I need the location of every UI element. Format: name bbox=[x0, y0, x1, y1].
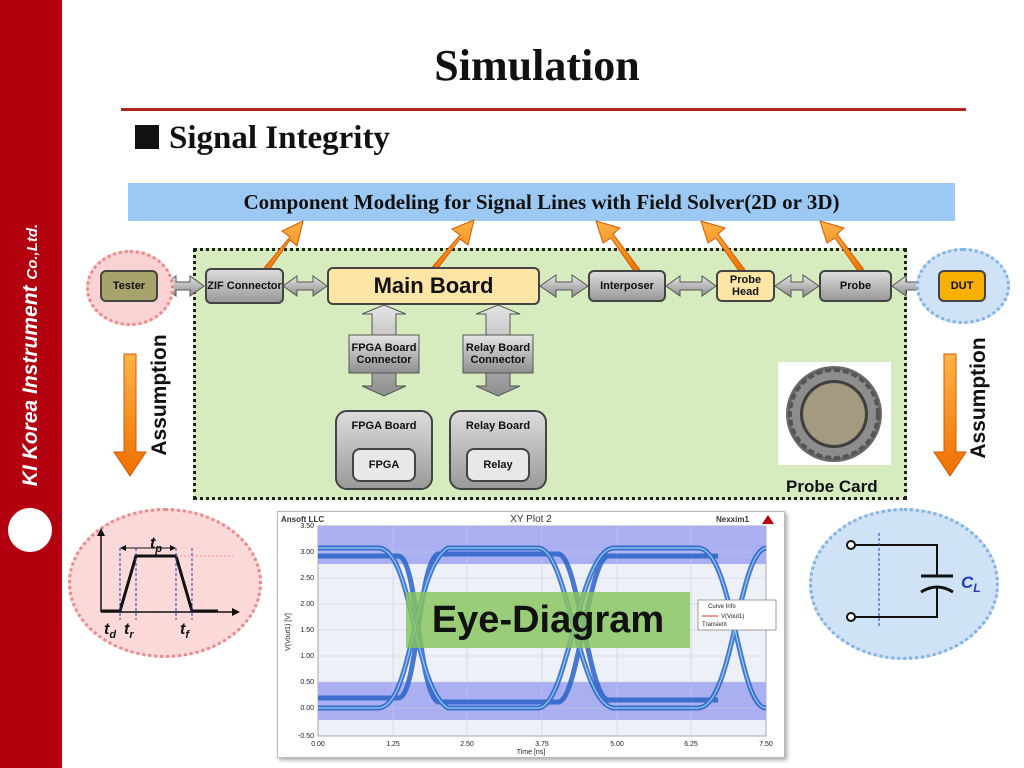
svg-text:0.00: 0.00 bbox=[300, 705, 314, 712]
x-tick-labels: 0.00 1.25 2.50 3.75 5.00 6.25 7.50 bbox=[311, 741, 773, 748]
interposer-block: Interposer bbox=[588, 270, 666, 302]
y-tick-labels: 3.50 3.00 2.50 2.00 1.50 1.00 0.50 0.00 … bbox=[298, 523, 314, 740]
assumption-label-right: Assumption bbox=[967, 337, 990, 459]
input-pulse-diagram: tp td tr tf bbox=[97, 528, 240, 641]
svg-text:Transient: Transient bbox=[702, 622, 727, 628]
relay-board-label: Relay Board bbox=[465, 420, 531, 432]
svg-text:3.00: 3.00 bbox=[300, 549, 314, 556]
orange-arrow-probehead bbox=[700, 220, 746, 275]
main-board-block: Main Board bbox=[327, 267, 540, 305]
fpga-board-connector-label: FPGA Board Connector bbox=[351, 341, 417, 366]
probe-card-label: Probe Card bbox=[786, 477, 878, 496]
svg-text:1.50: 1.50 bbox=[300, 627, 314, 634]
orange-arrow-probe bbox=[819, 220, 865, 275]
brand-sidebar bbox=[0, 0, 62, 768]
probe-block: Probe bbox=[819, 270, 892, 302]
dut-block: DUT bbox=[938, 270, 986, 302]
svg-text:6.25: 6.25 bbox=[684, 741, 698, 748]
assumption-arrow-right bbox=[933, 353, 967, 477]
fpga-board-label: FPGA Board bbox=[351, 420, 417, 432]
probe-card-photo bbox=[778, 362, 891, 465]
dut-halo bbox=[916, 248, 1010, 324]
svg-text:Curve Info: Curve Info bbox=[708, 604, 736, 610]
field-solver-banner: Component Modeling for Signal Lines with… bbox=[128, 183, 955, 221]
svg-text:2.50: 2.50 bbox=[300, 575, 314, 582]
svg-text:2.00: 2.00 bbox=[300, 601, 314, 608]
x-axis-label: Time [ns] bbox=[517, 749, 546, 756]
svg-text:1.25: 1.25 bbox=[386, 741, 400, 748]
tr-label: tr bbox=[124, 621, 134, 641]
fpga-connector-plate bbox=[348, 334, 420, 374]
relay-board-connector-label: Relay Board Connector bbox=[465, 341, 531, 366]
arrow-zif-main bbox=[282, 275, 328, 297]
assumption-label-left: Assumption bbox=[148, 334, 171, 456]
load-capacitor-circle bbox=[809, 508, 999, 660]
svg-text:V(Vout1): V(Vout1) bbox=[721, 614, 744, 620]
y-axis-label: V(Vout1) [V] bbox=[285, 613, 292, 651]
orange-arrow-interposer bbox=[595, 220, 641, 275]
svg-text:3.50: 3.50 bbox=[300, 523, 314, 530]
relay-chip: Relay bbox=[466, 448, 530, 482]
arrow-probehead-probe bbox=[774, 274, 820, 298]
tf-label: tf bbox=[180, 621, 190, 641]
arrow-main-interposer bbox=[539, 274, 589, 298]
plot-legend bbox=[697, 599, 777, 631]
section-heading: Signal Integrity bbox=[135, 120, 390, 157]
arrow-interposer-probehead bbox=[665, 275, 717, 297]
svg-text:7.50: 7.50 bbox=[759, 741, 773, 748]
fpga-chip: FPGA bbox=[352, 448, 416, 482]
cl-label: CL bbox=[961, 573, 981, 595]
eye-diagram-plot: Ansoft LLC XY Plot 2 Nexxim1 bbox=[277, 511, 785, 758]
svg-text:1.00: 1.00 bbox=[300, 653, 314, 660]
svg-text:2.50: 2.50 bbox=[460, 741, 474, 748]
svg-text:-0.50: -0.50 bbox=[298, 733, 314, 740]
tester-block: Tester bbox=[100, 270, 158, 302]
probe-head-block: Probe Head bbox=[716, 270, 775, 302]
relay-connector-plate bbox=[462, 334, 534, 374]
tp-label: tp bbox=[150, 535, 162, 555]
load-capacitor-diagram: CL bbox=[846, 533, 981, 628]
svg-text:0.00: 0.00 bbox=[311, 741, 325, 748]
brand-logo-icon bbox=[8, 508, 52, 552]
slide-title: Simulation bbox=[434, 41, 640, 90]
svg-text:0.50: 0.50 bbox=[300, 679, 314, 686]
title-divider bbox=[121, 108, 966, 111]
ansoft-logo-icon bbox=[762, 515, 774, 524]
plot-title: XY Plot 2 bbox=[510, 514, 552, 525]
svg-text:5.00: 5.00 bbox=[610, 741, 624, 748]
assumption-arrow-left bbox=[113, 353, 147, 477]
plot-vendor: Ansoft LLC bbox=[281, 515, 324, 524]
zif-connector-block: ZIF Connector bbox=[205, 268, 284, 304]
plot-design: Nexxim1 bbox=[716, 515, 749, 524]
eye-diagram-overlay-label: Eye-Diagram bbox=[406, 592, 690, 648]
bullet-square-icon bbox=[135, 125, 159, 149]
svg-text:3.75: 3.75 bbox=[535, 741, 549, 748]
td-label: td bbox=[104, 621, 116, 641]
